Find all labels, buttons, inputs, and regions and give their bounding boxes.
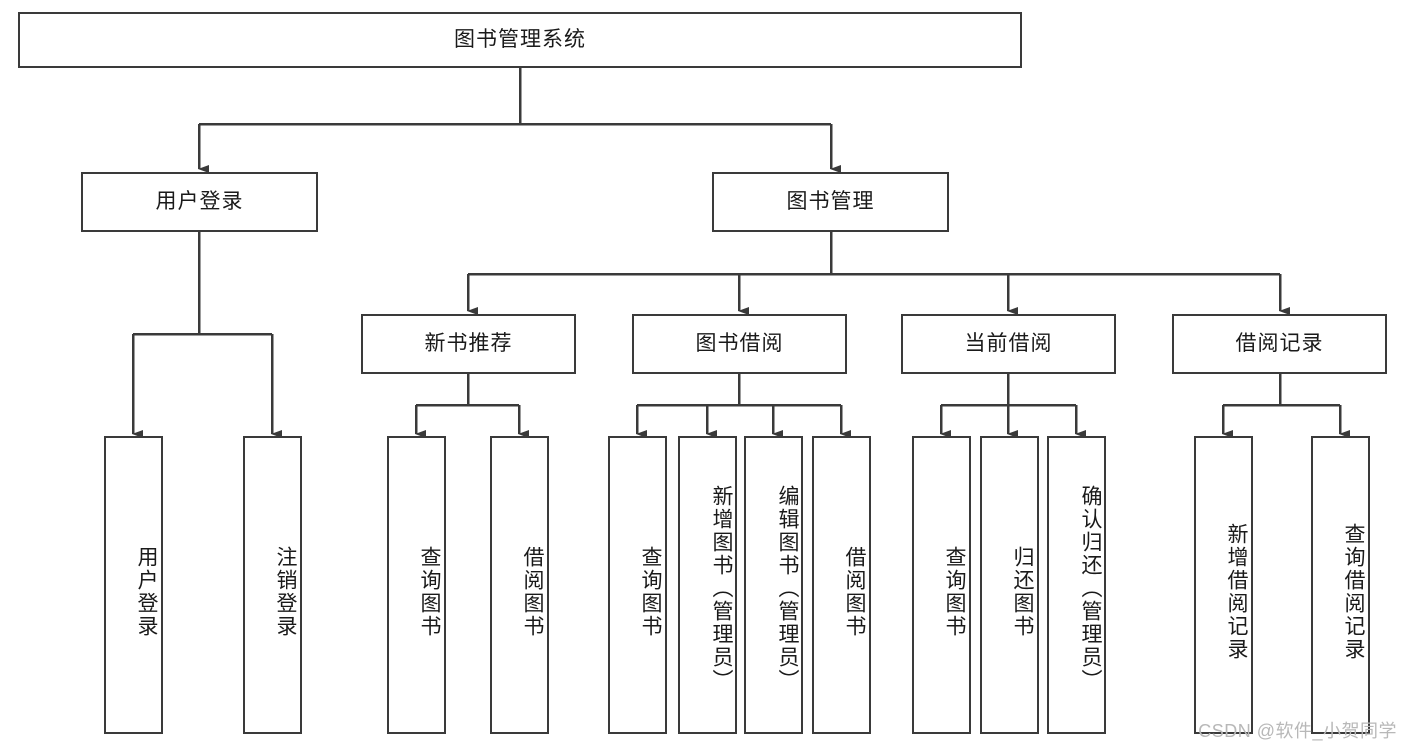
node-user-login[interactable]: 用户登录: [81, 172, 318, 232]
node-book-borrow[interactable]: 图书借阅: [632, 314, 847, 374]
node-borrow-records[interactable]: 借阅记录: [1172, 314, 1387, 374]
leaf-edit-book-admin[interactable]: 编辑图书（管理员）: [744, 436, 803, 734]
leaf-user-login[interactable]: 用户登录: [104, 436, 163, 734]
leaf-return-book[interactable]: 归还图书: [980, 436, 1039, 734]
leaf-add-borrow-record[interactable]: 新增借阅记录: [1194, 436, 1253, 734]
leaf-query-book-borrow[interactable]: 查询图书: [608, 436, 667, 734]
node-root-system[interactable]: 图书管理系统: [18, 12, 1022, 68]
node-book-management[interactable]: 图书管理: [712, 172, 949, 232]
leaf-add-book-admin[interactable]: 新增图书（管理员）: [678, 436, 737, 734]
leaf-query-book-new[interactable]: 查询图书: [387, 436, 446, 734]
leaf-query-book-current[interactable]: 查询图书: [912, 436, 971, 734]
node-current-borrow[interactable]: 当前借阅: [901, 314, 1116, 374]
leaf-query-borrow-record[interactable]: 查询借阅记录: [1311, 436, 1370, 734]
leaf-confirm-return-admin[interactable]: 确认归还（管理员）: [1047, 436, 1106, 734]
leaf-borrow-book[interactable]: 借阅图书: [812, 436, 871, 734]
leaf-logout[interactable]: 注销登录: [243, 436, 302, 734]
leaf-borrow-book-new[interactable]: 借阅图书: [490, 436, 549, 734]
node-new-book-recommend[interactable]: 新书推荐: [361, 314, 576, 374]
